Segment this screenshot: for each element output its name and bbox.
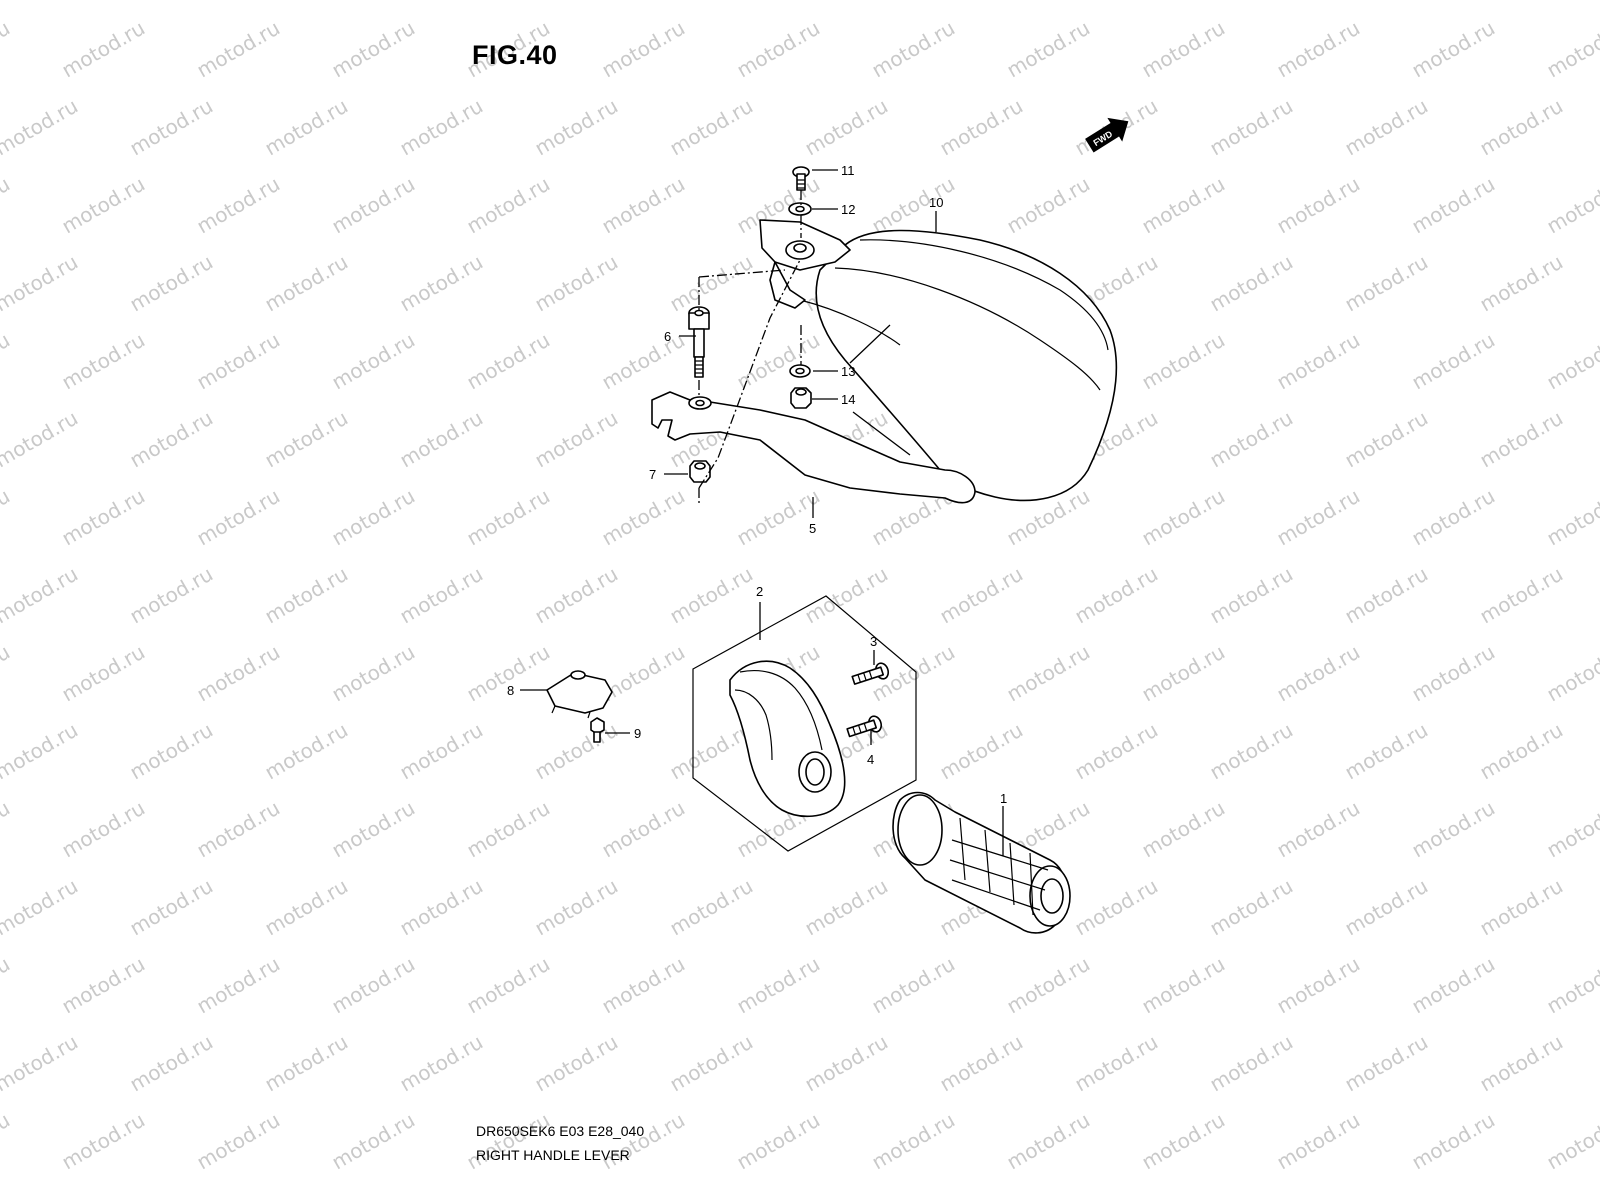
callout-11: 11 bbox=[841, 163, 855, 178]
part-screw-4 bbox=[846, 715, 883, 738]
callout-8: 8 bbox=[507, 683, 514, 698]
callout-13: 13 bbox=[841, 364, 855, 379]
part-nut-14 bbox=[790, 387, 812, 409]
part-washer-12 bbox=[788, 202, 812, 216]
callout-7: 7 bbox=[649, 467, 656, 482]
part-washer-13 bbox=[789, 364, 811, 378]
part-lever-bracket bbox=[759, 219, 851, 309]
callout-10: 10 bbox=[929, 195, 943, 210]
assembly-outline bbox=[692, 595, 917, 852]
diagram-code: DR650SEK6 E03 E28_040 bbox=[476, 1123, 645, 1139]
callout-12: 12 bbox=[841, 202, 855, 217]
part-screw-3 bbox=[851, 662, 890, 685]
callout-6: 6 bbox=[664, 329, 671, 344]
diagram-name: RIGHT HANDLE LEVER bbox=[476, 1147, 630, 1163]
figure-title: FIG.40 bbox=[472, 40, 558, 70]
callout-9: 9 bbox=[634, 726, 641, 741]
fwd-arrow-icon: FWD bbox=[1085, 117, 1129, 153]
callout-1: 1 bbox=[1000, 791, 1007, 806]
part-handle-grip bbox=[892, 791, 1071, 934]
callout-5: 5 bbox=[809, 521, 816, 536]
callout-4: 4 bbox=[867, 752, 874, 767]
callout-14: 14 bbox=[841, 392, 855, 407]
part-screw-9 bbox=[590, 717, 605, 743]
part-switch-8 bbox=[546, 670, 613, 719]
part-bolt-6 bbox=[688, 306, 710, 378]
part-throttle-housing bbox=[729, 660, 846, 818]
callout-3: 3 bbox=[870, 634, 877, 649]
callout-2: 2 bbox=[756, 584, 763, 599]
part-hand-guard bbox=[799, 229, 1118, 502]
part-bolt-11 bbox=[792, 166, 810, 191]
part-nut-7 bbox=[689, 460, 711, 483]
